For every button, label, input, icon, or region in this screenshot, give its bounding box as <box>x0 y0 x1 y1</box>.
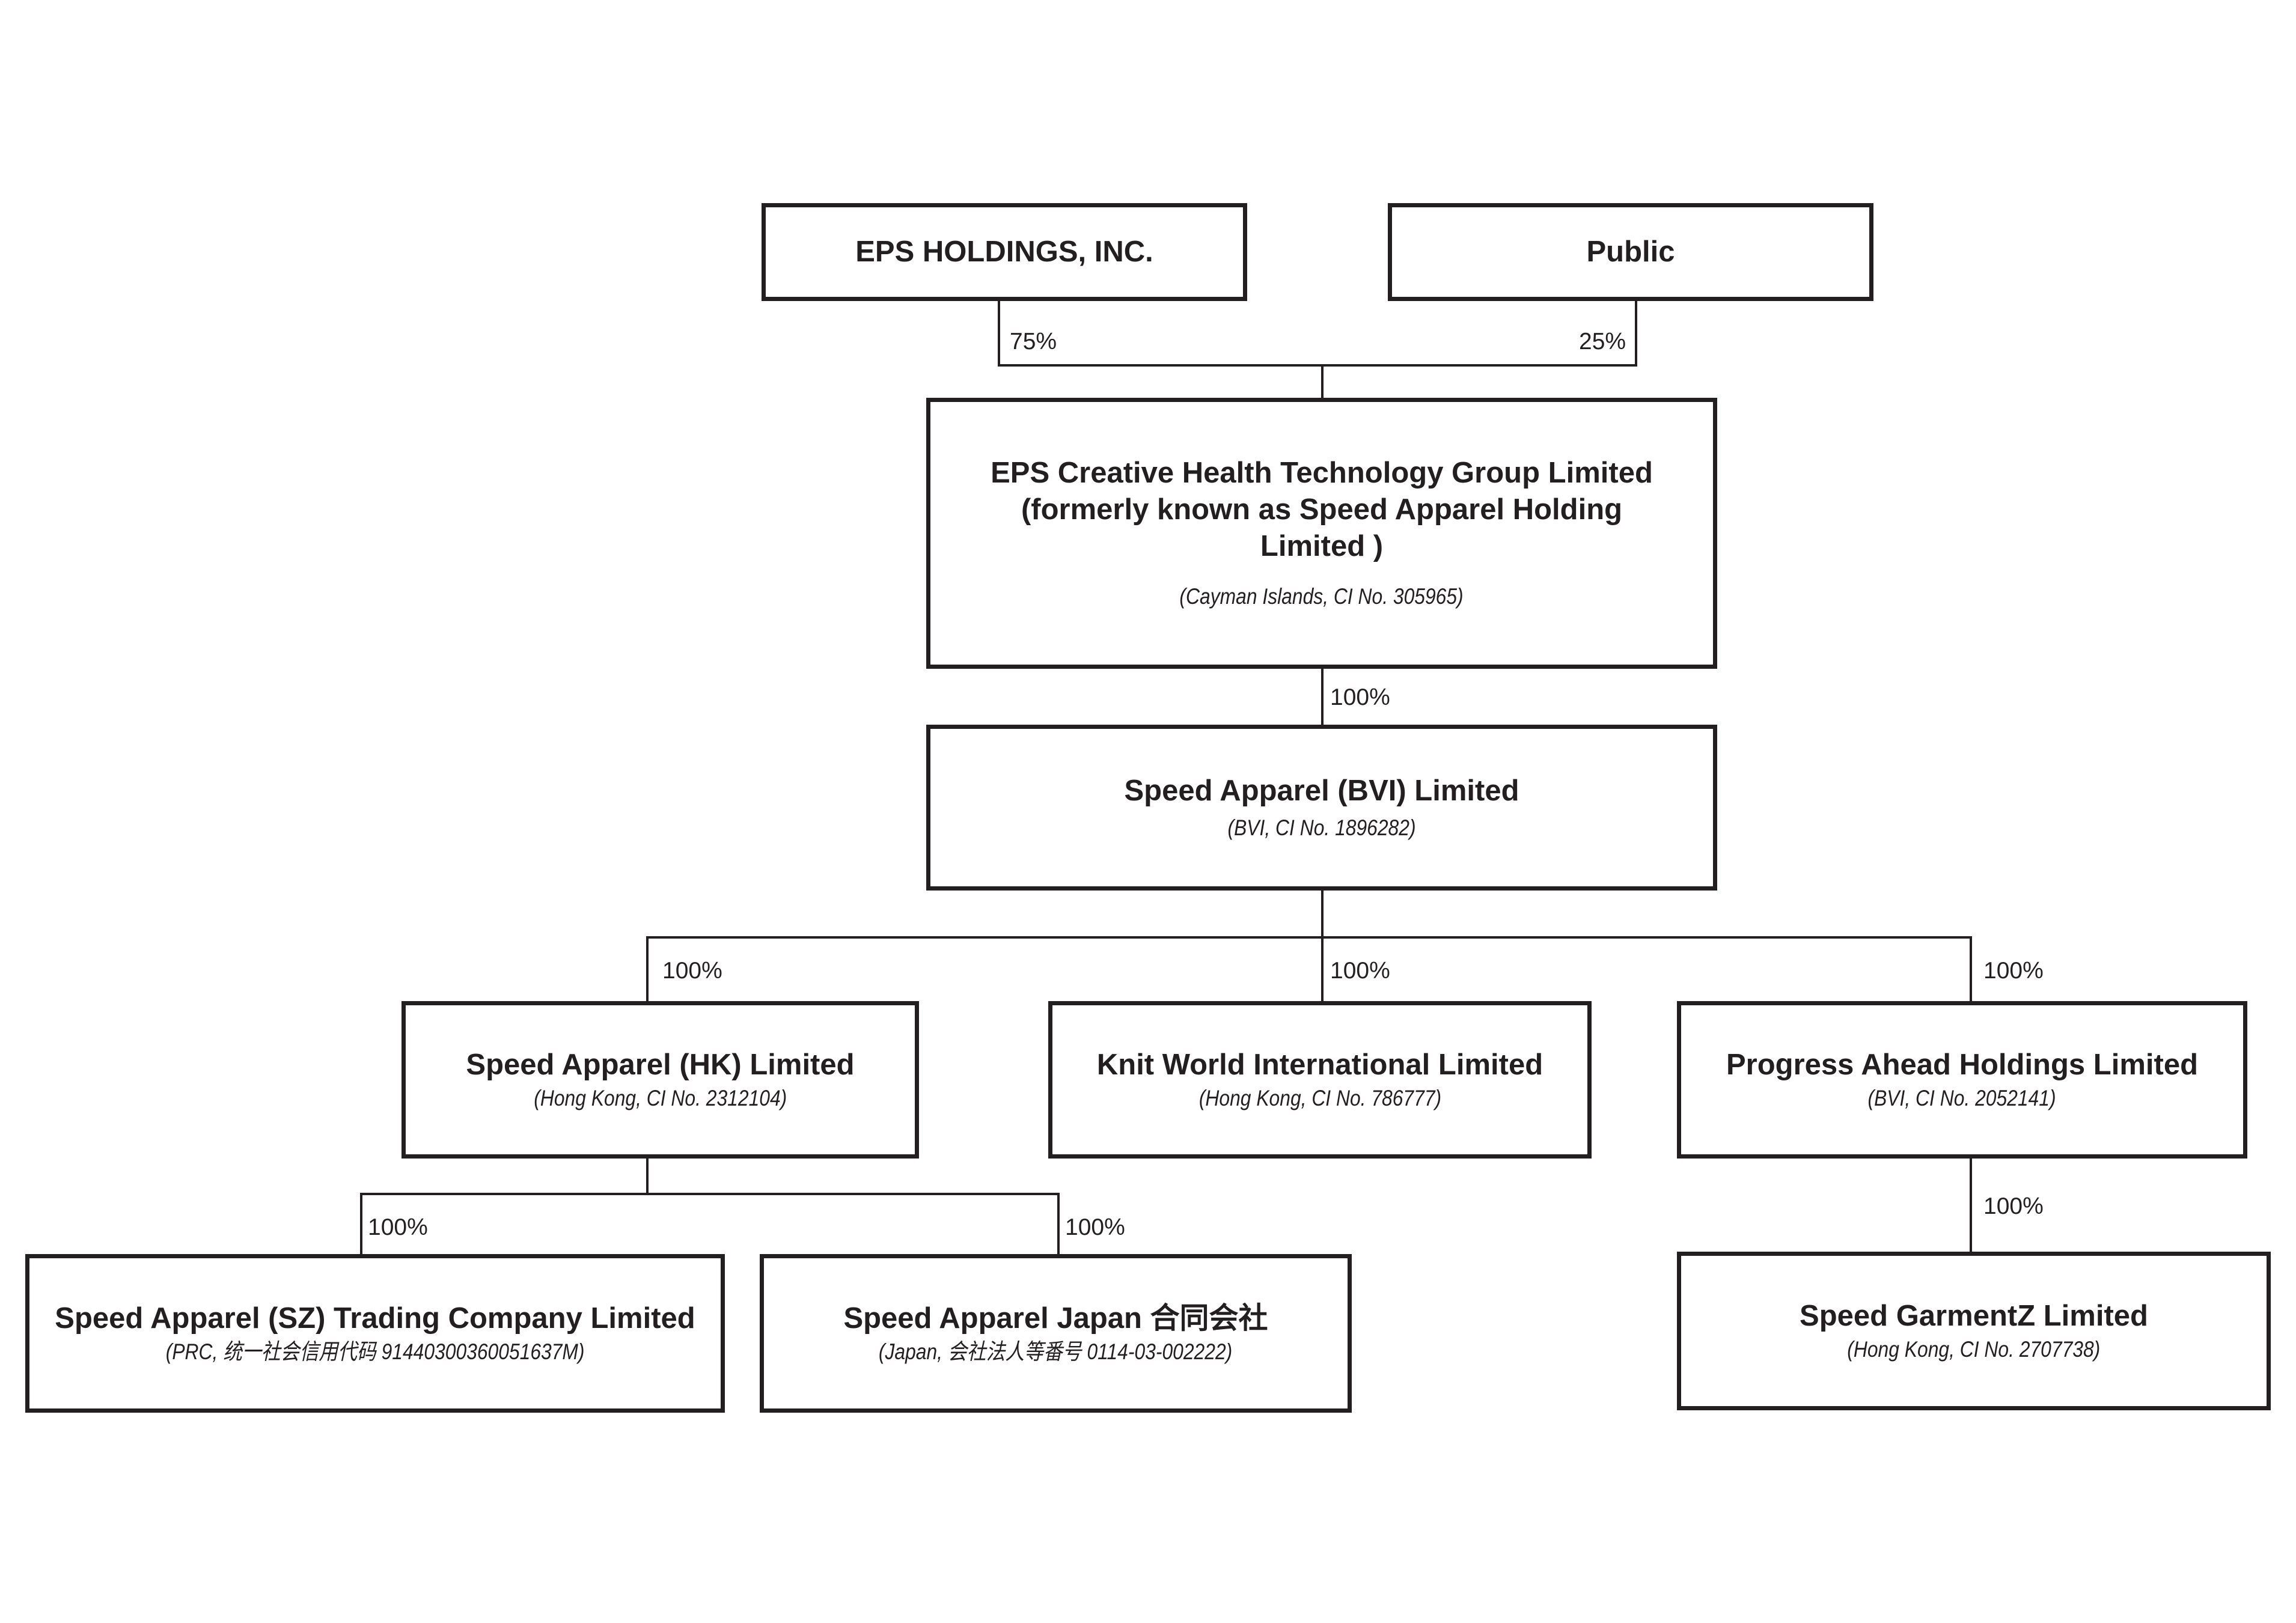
connector-line <box>1970 936 1972 1003</box>
connector-line <box>1321 889 1324 1003</box>
ownership-percentage: 100% <box>1330 684 1390 710</box>
entity-progress-ahead: Progress Ahead Holdings Limited (BVI, CI… <box>1677 1001 2247 1159</box>
entity-speed-japan: Speed Apparel Japan 合同会社 (Japan, 会社法人等番号… <box>760 1254 1352 1413</box>
connector-line <box>1321 667 1324 727</box>
entity-registration: (Japan, 会社法人等番号 0114-03-002222) <box>879 1339 1233 1364</box>
entity-name-line1: EPS Creative Health Technology Group Lim… <box>991 457 1653 489</box>
entity-name: Knit World International Limited <box>1096 1048 1543 1081</box>
entity-name: Speed Apparel (HK) Limited <box>466 1048 855 1081</box>
entity-registration: (Hong Kong, CI No. 786777) <box>1198 1085 1441 1110</box>
entity-name: Progress Ahead Holdings Limited <box>1726 1048 2199 1081</box>
entity-speed-hk: Speed Apparel (HK) Limited (Hong Kong, C… <box>401 1001 919 1159</box>
entity-registration: (PRC, 统一社会信用代码 91440300360051637M) <box>165 1339 585 1364</box>
entity-registration: (BVI, CI No. 1896282) <box>1227 815 1416 840</box>
ownership-percentage: 75% <box>1010 329 1057 355</box>
ownership-percentage: 100% <box>1330 958 1390 984</box>
entity-name: EPS HOLDINGS, INC. <box>855 236 1153 268</box>
entity-name: Public <box>1586 236 1675 268</box>
entity-registration: (Hong Kong, CI No. 2707738) <box>1847 1336 2101 1362</box>
connector-line <box>646 1157 649 1195</box>
connector-line <box>1057 1193 1060 1256</box>
entity-registration: (BVI, CI No. 2052141) <box>1867 1085 2057 1110</box>
connector-line <box>1321 364 1324 400</box>
ownership-percentage: 100% <box>1065 1214 1125 1240</box>
entity-speed-sz: Speed Apparel (SZ) Trading Company Limit… <box>25 1254 725 1413</box>
connector-line <box>1635 299 1637 367</box>
connector-line <box>360 1193 1060 1195</box>
ownership-percentage: 100% <box>1983 958 2044 984</box>
entity-name-line3: Limited ) <box>1260 530 1384 562</box>
connector-line <box>646 936 649 1003</box>
entity-registration: (Hong Kong, CI No. 2312104) <box>534 1085 787 1110</box>
connector-line <box>1970 1157 1972 1254</box>
connector-line <box>360 1193 362 1256</box>
entity-name: Speed Apparel (SZ) Trading Company Limit… <box>55 1302 695 1335</box>
ownership-percentage: 100% <box>368 1214 428 1240</box>
entity-name: Speed Apparel Japan 合同会社 <box>843 1302 1268 1335</box>
entity-registration: (Cayman Islands, CI No. 305965) <box>1179 584 1464 609</box>
entity-knit-world: Knit World International Limited (Hong K… <box>1048 1001 1592 1159</box>
entity-speed-garmentz: Speed GarmentZ Limited (Hong Kong, CI No… <box>1677 1252 2271 1410</box>
ownership-percentage: 100% <box>1983 1193 2044 1219</box>
entity-name: Speed GarmentZ Limited <box>1800 1299 2148 1332</box>
connector-line <box>998 299 1000 367</box>
entity-speed-bvi: Speed Apparel (BVI) Limited (BVI, CI No.… <box>926 725 1717 891</box>
entity-eps-creative: EPS Creative Health Technology Group Lim… <box>926 398 1717 669</box>
entity-name-line2: (formerly known as Speed Apparel Holding <box>1021 493 1623 526</box>
entity-eps-holdings: EPS HOLDINGS, INC. <box>762 203 1247 301</box>
entity-name: Speed Apparel (BVI) Limited <box>1124 774 1519 807</box>
connector-line <box>998 364 1637 367</box>
connector-line <box>646 936 1972 939</box>
entity-public: Public <box>1388 203 1873 301</box>
ownership-percentage: 25% <box>1579 329 1626 355</box>
ownership-percentage: 100% <box>662 958 722 984</box>
